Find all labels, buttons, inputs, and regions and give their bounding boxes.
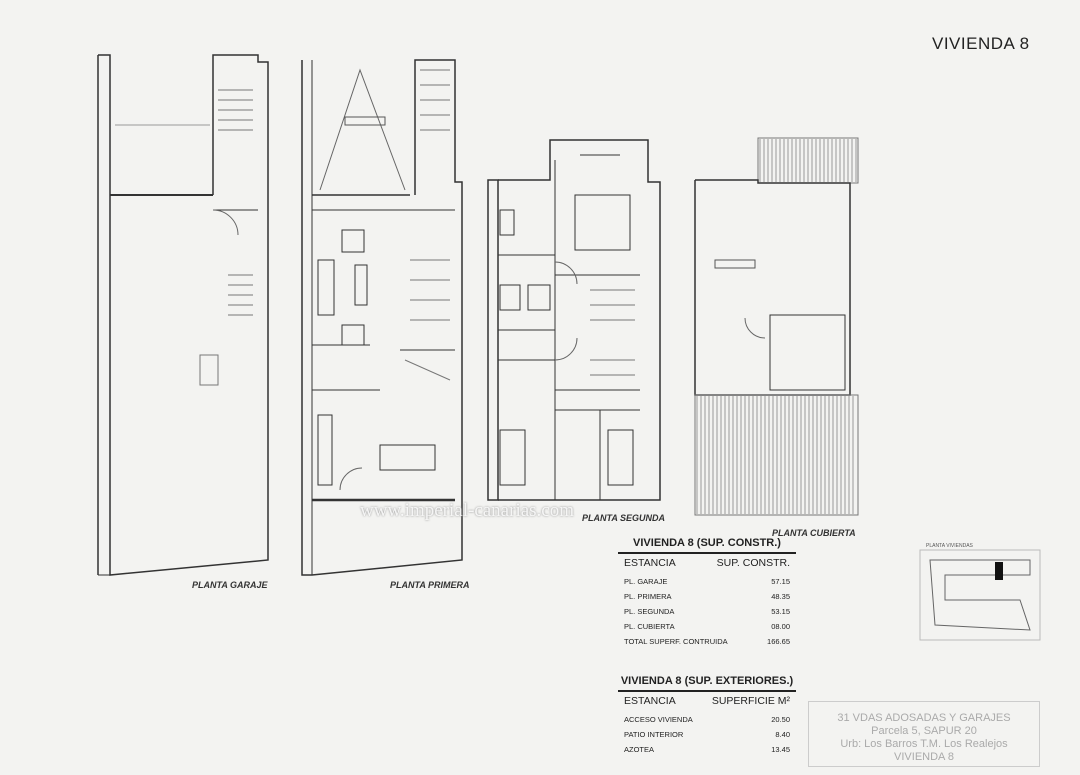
table-row: PL. SEGUNDA 53.15 xyxy=(618,605,796,620)
plan-label-primera: PLANTA PRIMERA xyxy=(390,580,470,590)
plan-primera xyxy=(301,59,463,576)
cell-value: 13.45 xyxy=(771,745,790,754)
col-header: SUPERFICIE M² xyxy=(711,695,790,707)
col-header: ESTANCIA xyxy=(624,695,676,707)
cell-name: PL. CUBIERTA xyxy=(624,622,675,631)
table-title: VIVIENDA 8 (SUP. EXTERIORES.) xyxy=(618,675,796,692)
cell-value: 20.50 xyxy=(771,715,790,724)
cell-value: 166.65 xyxy=(767,637,790,646)
watermark: www.imperial-canarias.com xyxy=(360,500,575,521)
table-row: PATIO INTERIOR 8.40 xyxy=(618,728,796,743)
stamp-line: 31 VDAS ADOSADAS Y GARAJES xyxy=(837,712,1011,724)
plan-garaje xyxy=(97,54,269,576)
plan-label-segunda: PLANTA SEGUNDA xyxy=(582,513,665,523)
plan-label-garaje: PLANTA GARAJE xyxy=(192,580,268,590)
cell-value: 48.35 xyxy=(771,592,790,601)
table-sup-exteriores: VIVIENDA 8 (SUP. EXTERIORES.) ESTANCIA SU… xyxy=(618,675,796,758)
cell-name: TOTAL SUPERF. CONTRUIDA xyxy=(624,637,728,646)
col-header: ESTANCIA xyxy=(624,557,676,569)
cell-value: 08.00 xyxy=(771,622,790,631)
plan-label-cubierta: PLANTA CUBIERTA xyxy=(772,528,856,538)
stamp-line: VIVIENDA 8 xyxy=(894,751,954,763)
cell-value: 53.15 xyxy=(771,607,790,616)
plan-cubierta xyxy=(694,137,859,516)
table-row: ACCESO VIVIENDA 20.50 xyxy=(618,713,796,728)
cell-name: PL. SEGUNDA xyxy=(624,607,675,616)
table-sup-constr: VIVIENDA 8 (SUP. CONSTR.) ESTANCIA SUP. C… xyxy=(618,537,796,650)
title-block-stamp: 31 VDAS ADOSADAS Y GARAJES Parcela 5, SA… xyxy=(808,701,1040,767)
stamp-line: Parcela 5, SAPUR 20 xyxy=(871,725,977,737)
site-keymap xyxy=(919,549,1041,641)
table-row: TOTAL SUPERF. CONTRUIDA 166.65 xyxy=(618,635,796,650)
table-row: PL. CUBIERTA 08.00 xyxy=(618,620,796,635)
table-row: PL. GARAJE 57.15 xyxy=(618,575,796,590)
keymap-label: PLANTA VIVIENDAS xyxy=(926,543,973,549)
plan-segunda xyxy=(487,139,661,501)
cell-name: PL. PRIMERA xyxy=(624,592,672,601)
table-header: ESTANCIA SUP. CONSTR. xyxy=(618,554,796,575)
cell-value: 8.40 xyxy=(775,730,790,739)
col-header: SUP. CONSTR. xyxy=(716,557,790,569)
cell-name: PL. GARAJE xyxy=(624,577,668,586)
cell-name: ACCESO VIVIENDA xyxy=(624,715,693,724)
cell-value: 57.15 xyxy=(771,577,790,586)
page-title: VIVIENDA 8 xyxy=(932,34,1030,53)
table-row: AZOTEA 13.45 xyxy=(618,743,796,758)
stamp-line: Urb: Los Barros T.M. Los Realejos xyxy=(840,738,1008,750)
cell-name: AZOTEA xyxy=(624,745,655,754)
table-row: PL. PRIMERA 48.35 xyxy=(618,590,796,605)
table-header: ESTANCIA SUPERFICIE M² xyxy=(618,692,796,713)
table-title: VIVIENDA 8 (SUP. CONSTR.) xyxy=(618,537,796,554)
cell-name: PATIO INTERIOR xyxy=(624,730,684,739)
